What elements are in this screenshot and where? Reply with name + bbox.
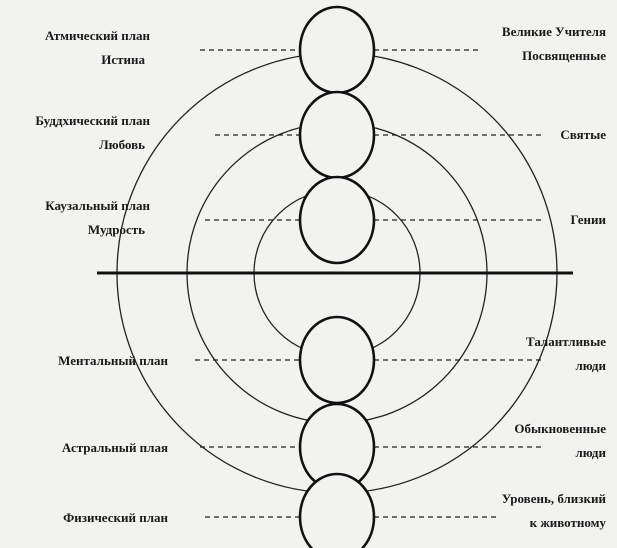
people-label: Талантливые [526,334,606,349]
people-label: Великие Учителя [502,24,606,39]
people-label: люди [575,358,606,373]
plane-label: Любовь [99,137,145,152]
people-label: Обыкновенные [514,421,606,436]
people-label: люди [575,445,606,460]
plane-label: Мудрость [88,222,145,237]
level-node [298,175,376,265]
people-label: Гении [570,212,606,227]
plane-label: Физический план [63,510,168,525]
level-node [298,315,376,405]
level-node [298,5,376,95]
plane-label: Ментальный план [58,353,168,368]
level-node [298,472,376,548]
plane-label: Астральный плая [62,440,168,455]
people-label: к животному [530,515,607,530]
people-label: Уровень, близкий [502,491,607,506]
level-node [298,90,376,180]
plane-label: Истина [101,52,145,67]
plane-label: Буддхический план [35,113,150,128]
people-label: Святые [560,127,606,142]
people-label: Посвященные [522,48,606,63]
plane-label: Каузальный план [45,198,150,213]
plane-label: Атмический план [45,28,151,43]
